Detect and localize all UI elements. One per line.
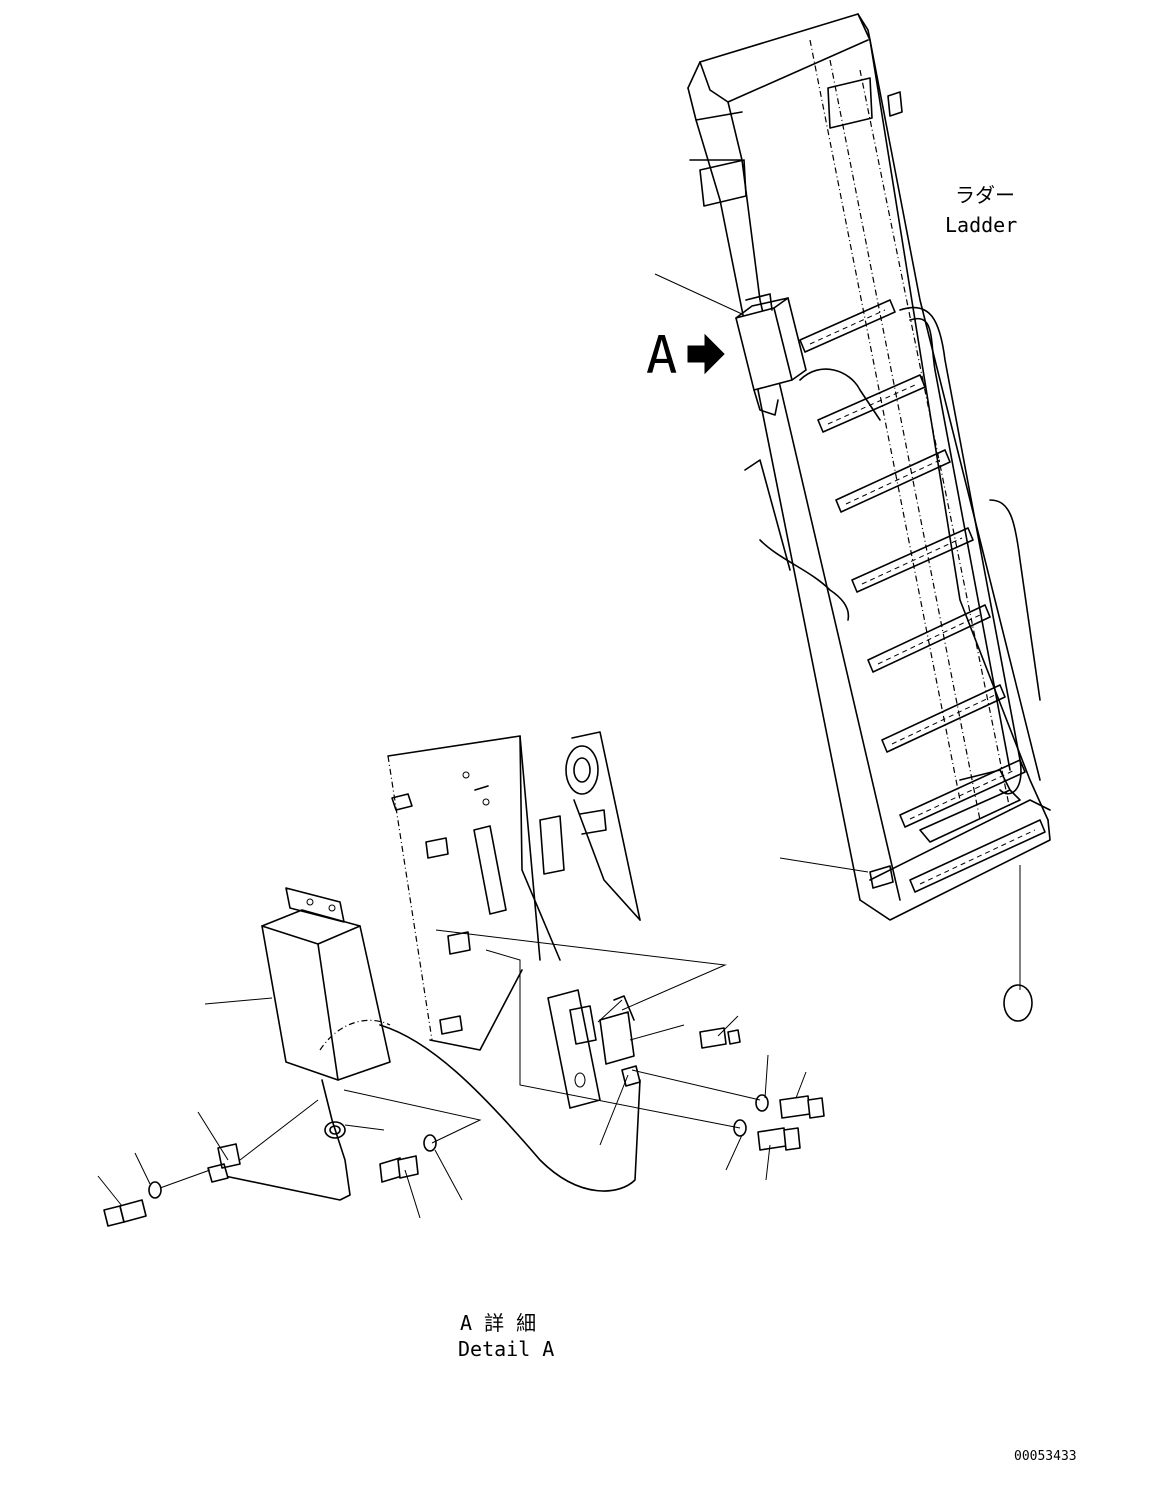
detail-a-assembly xyxy=(103,731,825,1227)
detail-label-en: Detail A xyxy=(458,1337,554,1361)
ladder-label-jp: ラダー xyxy=(955,183,1015,207)
view-a-marker: A xyxy=(646,326,725,386)
detail-a-label: A 詳 細 Detail A xyxy=(458,1311,554,1361)
detail-bolts xyxy=(103,1027,825,1227)
view-a-letter: A xyxy=(646,326,677,386)
part-leaders xyxy=(97,997,807,1219)
detail-washers xyxy=(148,1094,769,1199)
ladder-treads xyxy=(799,299,1046,893)
detail-label-jp: A 詳 細 xyxy=(460,1311,536,1335)
detail-switch-box xyxy=(261,925,339,1081)
ladder-assembly xyxy=(687,13,1051,1022)
leader-plate xyxy=(779,857,869,873)
leader-switch-box xyxy=(654,273,743,315)
view-direction-arrow-icon xyxy=(687,333,725,375)
ladder-label-en: Ladder xyxy=(945,213,1017,237)
drawing-number: 00053433 xyxy=(1014,1449,1077,1464)
ladder-label: ラダー Ladder xyxy=(945,183,1017,237)
